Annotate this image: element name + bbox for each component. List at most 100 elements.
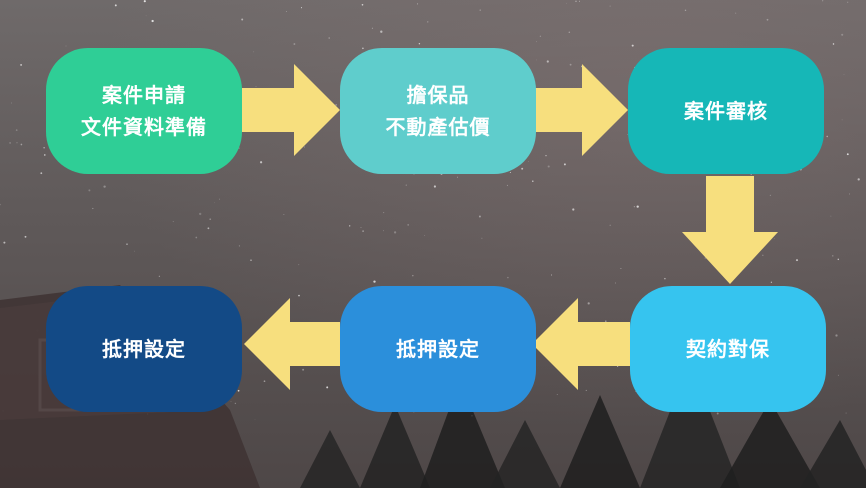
star	[393, 231, 397, 234]
star	[371, 27, 373, 29]
star	[380, 30, 383, 33]
star	[263, 380, 266, 383]
star	[92, 207, 94, 210]
star	[843, 74, 845, 76]
star	[158, 275, 160, 277]
star	[199, 212, 202, 216]
star	[293, 43, 296, 45]
star	[735, 12, 737, 14]
star	[569, 63, 572, 66]
star	[237, 389, 240, 392]
star	[412, 274, 414, 277]
star	[362, 47, 364, 50]
star	[579, 0, 580, 2]
star	[238, 245, 240, 247]
star	[134, 250, 136, 252]
star	[219, 198, 220, 200]
star	[241, 18, 244, 21]
star	[255, 85, 257, 87]
star	[627, 134, 629, 135]
step-label-line1: 擔保品	[406, 83, 470, 107]
star	[405, 184, 407, 186]
star	[328, 37, 330, 39]
star	[551, 274, 553, 276]
step-label-line2: 不動產估價	[385, 115, 491, 139]
star	[521, 167, 524, 170]
step-label: 抵押設定	[396, 337, 480, 361]
star	[285, 11, 287, 12]
star	[566, 2, 568, 4]
star	[15, 129, 18, 131]
star	[20, 63, 23, 66]
star	[556, 394, 558, 395]
star	[478, 215, 481, 218]
star	[620, 267, 622, 270]
star	[362, 230, 364, 233]
step-label: 契約對保	[686, 337, 770, 361]
star	[172, 221, 174, 223]
star	[832, 255, 834, 257]
star	[822, 0, 824, 2]
star	[300, 7, 303, 9]
step-collateral-appraisal: 擔保品 不動產估價	[340, 48, 536, 174]
star	[841, 33, 844, 36]
star	[234, 402, 237, 405]
step-case-application: 案件申請 文件資料準備	[46, 48, 242, 174]
star	[845, 412, 847, 414]
star	[304, 146, 305, 148]
star	[587, 302, 590, 305]
star	[88, 189, 91, 192]
star	[614, 282, 616, 284]
arrow-left-5-to-6	[244, 298, 340, 390]
star	[335, 104, 337, 106]
star	[417, 3, 419, 5]
star	[298, 264, 300, 266]
star	[16, 142, 18, 144]
star	[536, 41, 537, 43]
star	[830, 215, 832, 217]
star	[298, 294, 300, 297]
star	[230, 401, 232, 403]
star	[762, 254, 764, 256]
star	[413, 173, 415, 175]
step-label: 抵押設定	[102, 337, 186, 361]
star	[835, 334, 838, 337]
star	[433, 185, 436, 188]
star	[151, 19, 154, 23]
star	[841, 119, 843, 121]
star	[766, 18, 769, 21]
star	[361, 3, 364, 6]
star	[481, 237, 483, 239]
star	[195, 236, 198, 239]
star	[506, 184, 508, 186]
star	[427, 21, 429, 23]
star	[832, 43, 835, 45]
star	[773, 238, 775, 240]
star	[11, 102, 13, 104]
star	[9, 141, 12, 144]
star	[536, 59, 537, 61]
star	[609, 224, 611, 226]
arrow-right-2-to-3	[532, 64, 628, 156]
star	[769, 194, 772, 197]
star	[456, 176, 458, 178]
star	[0, 203, 1, 206]
star	[207, 227, 210, 230]
star	[770, 281, 773, 283]
star	[605, 320, 607, 322]
star	[24, 235, 27, 238]
arrow-down-3-to-4	[682, 176, 778, 284]
star	[545, 155, 547, 157]
arrow-left-4-to-5	[532, 298, 630, 390]
star	[259, 161, 263, 164]
star	[532, 180, 534, 182]
star	[609, 5, 611, 7]
star	[572, 208, 575, 211]
star	[631, 44, 634, 47]
star	[65, 45, 67, 47]
star	[507, 276, 509, 279]
star	[326, 386, 329, 389]
star	[283, 214, 285, 215]
star	[528, 161, 529, 162]
star	[360, 226, 362, 229]
